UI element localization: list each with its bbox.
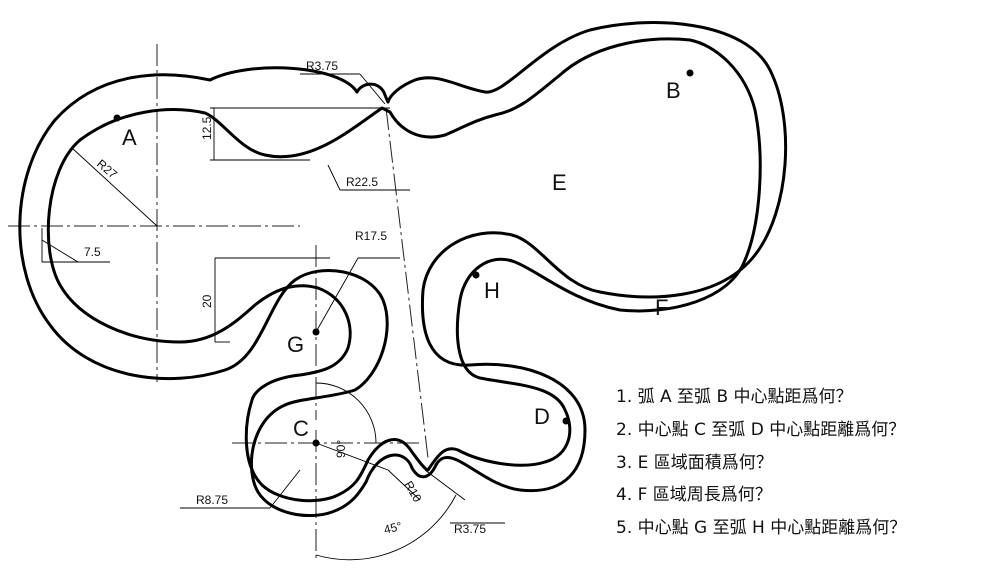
- dim-label-20: 20: [200, 294, 214, 308]
- question-1: 1. 弧 A 至弧 B 中心點距爲何？: [616, 387, 853, 407]
- leader-r8_75-diag: [269, 469, 301, 509]
- arc-45: [315, 494, 457, 561]
- dim-label-7_5: 7.5: [84, 245, 101, 259]
- questions-list: 1. 弧 A 至弧 B 中心點距爲何？ 2. 中心點 C 至弧 D 中心點距離爲…: [616, 387, 906, 538]
- label-f: F: [655, 295, 668, 320]
- inner-contour: [46, 37, 762, 503]
- dim-label-r3_75-top: R3.75: [306, 59, 338, 73]
- dim-r10-ext: [387, 469, 421, 501]
- point-b: [686, 69, 694, 77]
- question-5: 5. 中心點 G 至弧 H 中心點距離爲何？: [616, 518, 906, 538]
- dimension-lines: [41, 73, 505, 561]
- outer-contour: [18, 21, 788, 518]
- point-g: [312, 328, 320, 336]
- point-a: [113, 114, 121, 122]
- leader-r3_75-top-diag: [359, 73, 386, 105]
- dim-label-r10: R10: [401, 479, 424, 505]
- dashed-diagonal: [385, 107, 429, 459]
- label-d: D: [534, 404, 550, 429]
- label-g: G: [287, 332, 304, 357]
- point-c: [312, 439, 320, 447]
- label-a: A: [122, 125, 137, 150]
- dim-r27: [71, 147, 158, 227]
- dim-r10: [315, 442, 389, 471]
- dim-7_5-diag: [41, 239, 79, 263]
- point-h: [472, 271, 480, 279]
- dim-label-r17_5: R17.5: [355, 229, 387, 243]
- dim-label-r8_75: R8.75: [196, 493, 228, 507]
- leader-r22_5-diag: [327, 164, 341, 191]
- dim-label-45: 45°: [382, 519, 403, 537]
- label-h: H: [484, 278, 500, 303]
- question-2: 2. 中心點 C 至弧 D 中心點距離爲何？: [616, 420, 905, 440]
- label-e: E: [552, 170, 567, 195]
- dim-label-r3_75-bottom: R3.75: [454, 522, 486, 536]
- dim-label-r27: R27: [94, 157, 120, 182]
- point-d: [562, 417, 570, 425]
- center-points: [113, 69, 694, 447]
- question-3: 3. E 區域面積爲何？: [616, 453, 773, 473]
- leader-r3_75-bottom: [424, 469, 466, 501]
- question-4: 4. F 區域周長爲何？: [616, 485, 772, 505]
- dim-label-r22_5: R22.5: [346, 175, 378, 189]
- dim-r17_5: [315, 257, 359, 333]
- arc-90: [315, 382, 377, 444]
- label-c: C: [293, 416, 309, 441]
- dim-label-12_5: 12.5: [200, 116, 214, 140]
- dim-label-90: 90°: [334, 440, 348, 458]
- label-b: B: [666, 78, 681, 103]
